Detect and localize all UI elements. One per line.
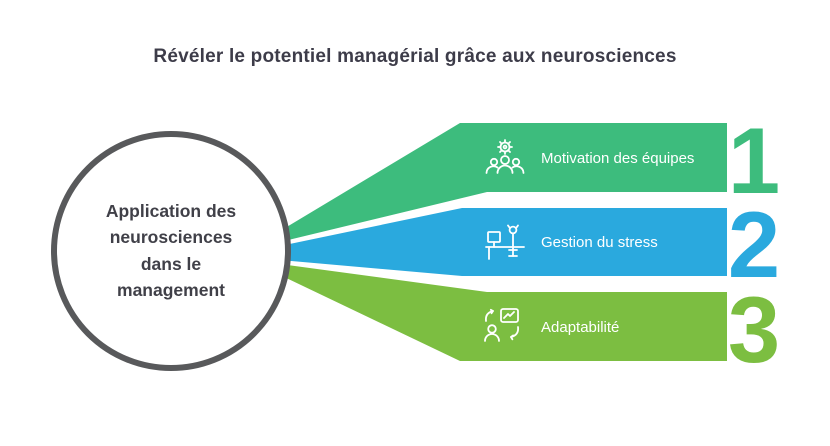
step-label-3: Adaptabilité [541,319,619,336]
page-title: Révéler le potentiel managérial grâce au… [153,46,677,67]
step-label-2: Gestion du stress [541,234,658,251]
team-gear-icon [485,139,525,174]
hub-label: Application des neurosciences dans le ma… [105,201,237,300]
step-number-1: 1 [728,108,780,213]
ribbon-step-3 [280,264,727,361]
step-number-2: 2 [728,192,780,297]
hub-circle [51,131,291,371]
ribbon-step-1 [280,123,727,242]
step-label-1: Motivation des équipes [541,150,694,167]
step-number-3: 3 [728,277,780,382]
ribbon-step-2 [280,208,727,276]
person-desk-icon [485,224,525,260]
person-sync-icon [484,308,520,342]
